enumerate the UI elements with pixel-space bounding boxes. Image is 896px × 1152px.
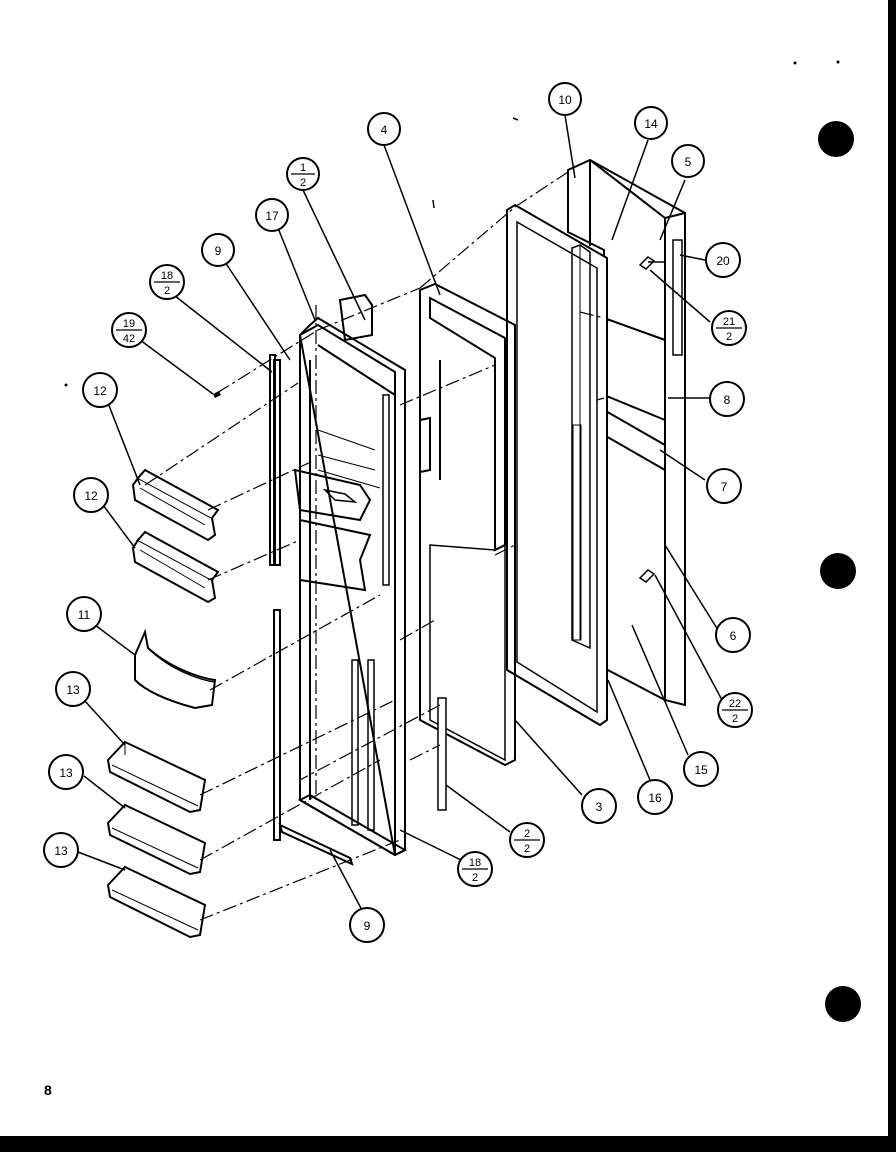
- stray-mark: [836, 60, 840, 64]
- callout-22-over-2: 22 2: [717, 692, 753, 728]
- svg-text:19: 19: [123, 318, 135, 330]
- bottom-trim-strip: [278, 823, 354, 866]
- inner-door-frame: [273, 293, 408, 857]
- svg-text:18: 18: [469, 857, 481, 869]
- svg-text:2: 2: [300, 177, 306, 189]
- stray-mark: [512, 117, 519, 121]
- callout-13-middle: 13: [48, 754, 84, 790]
- scan-border-bottom: [0, 1136, 896, 1152]
- leader-lines: [77, 114, 723, 913]
- svg-text:9: 9: [364, 919, 371, 933]
- svg-text:13: 13: [59, 766, 73, 780]
- svg-text:11: 11: [78, 608, 91, 622]
- svg-text:8: 8: [724, 393, 731, 407]
- svg-text:1: 1: [300, 162, 306, 174]
- callout-10: 10: [548, 82, 582, 116]
- svg-text:4: 4: [381, 123, 388, 137]
- binder-hole-bottom: [825, 986, 861, 1022]
- svg-text:2: 2: [524, 828, 530, 840]
- callout-9-upper: 9: [201, 233, 235, 267]
- callout-4: 4: [367, 112, 401, 146]
- svg-text:22: 22: [729, 698, 741, 710]
- callout-19-over-42: 19 42: [111, 312, 147, 348]
- callout-3: 3: [581, 788, 617, 824]
- svg-text:2: 2: [164, 285, 170, 297]
- callout-17: 17: [255, 198, 289, 232]
- svg-text:21: 21: [723, 316, 735, 328]
- shelf-12-upper: [131, 468, 220, 542]
- alignment-lines: [144, 171, 605, 921]
- shelf-13-top: [106, 740, 207, 814]
- shelf-13-middle: [106, 803, 207, 876]
- svg-text:12: 12: [84, 489, 98, 503]
- svg-text:2: 2: [732, 713, 738, 725]
- svg-text:15: 15: [694, 763, 708, 777]
- svg-text:13: 13: [66, 683, 80, 697]
- callout-1-over-2: 1 2: [286, 157, 320, 191]
- svg-text:2: 2: [726, 331, 732, 343]
- svg-text:12: 12: [93, 384, 107, 398]
- svg-text:5: 5: [685, 155, 692, 169]
- callout-13-top: 13: [55, 671, 91, 707]
- svg-text:3: 3: [596, 800, 603, 814]
- svg-text:6: 6: [730, 629, 737, 643]
- clip-19: [213, 391, 221, 398]
- callout-9-lower: 9: [349, 907, 385, 943]
- svg-text:16: 16: [648, 791, 662, 805]
- callout-20: 20: [705, 242, 741, 278]
- trim-strip-9-upper: [269, 354, 276, 566]
- svg-text:2: 2: [472, 872, 478, 884]
- page-number: 8: [44, 1082, 52, 1098]
- svg-text:13: 13: [54, 844, 68, 858]
- callout-13-bottom: 13: [43, 832, 79, 868]
- callout-5: 5: [671, 144, 705, 178]
- callout-6: 6: [715, 617, 751, 653]
- door-liner: [506, 203, 608, 727]
- door-gasket: [419, 282, 516, 811]
- callout-18-over-2-lower: 18 2: [457, 851, 493, 887]
- stray-mark: [432, 199, 435, 209]
- svg-text:7: 7: [721, 480, 728, 494]
- svg-text:18: 18: [161, 270, 173, 282]
- svg-text:14: 14: [644, 117, 658, 131]
- callout-2-over-2: 2 2: [509, 822, 545, 858]
- stray-mark: [793, 61, 797, 65]
- callout-18-over-2-upper: 18 2: [149, 264, 185, 300]
- callout-12-lower: 12: [73, 477, 109, 513]
- scan-border-right: [888, 0, 896, 1152]
- svg-text:10: 10: [558, 93, 572, 107]
- binder-hole-middle: [820, 553, 856, 589]
- callout-11: 11: [66, 596, 102, 632]
- svg-text:17: 17: [265, 209, 279, 223]
- callout-15: 15: [683, 751, 719, 787]
- callout-14: 14: [634, 106, 668, 140]
- svg-text:20: 20: [716, 254, 730, 268]
- callout-16: 16: [637, 779, 673, 815]
- callout-7: 7: [706, 468, 742, 504]
- svg-text:2: 2: [524, 843, 530, 855]
- binder-hole-top: [818, 121, 854, 157]
- shelf-13-bottom: [106, 865, 207, 939]
- callout-8: 8: [709, 381, 745, 417]
- svg-text:42: 42: [123, 333, 135, 345]
- callout-12-upper: 12: [82, 372, 118, 408]
- stray-mark: [64, 383, 68, 387]
- shelf-11: [134, 628, 217, 710]
- callout-21-over-2: 21 2: [711, 310, 747, 346]
- shelf-12-lower: [131, 530, 220, 604]
- svg-text:9: 9: [215, 244, 222, 258]
